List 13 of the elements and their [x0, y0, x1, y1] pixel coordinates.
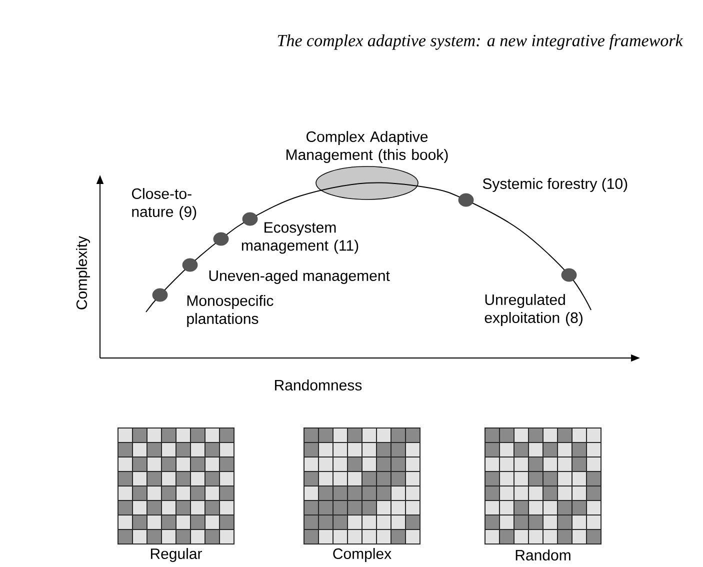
axis-label: Randomness: [275, 380, 362, 390]
header-text: The complex adaptive system: a new integrative framework: [278, 34, 684, 50]
point-label: Random: [516, 550, 570, 560]
point-label: Complex: [333, 548, 392, 562]
point-label: Regular: [150, 548, 202, 562]
axis-label: Complexity: [76, 236, 90, 310]
point-label: Uneven-aged management: [209, 270, 390, 284]
point-label: Complex Adaptive Management (this book): [286, 131, 448, 163]
point-label: Unregulated exploitation (8): [484, 294, 582, 326]
point-label: Close-to-nature (9): [132, 188, 196, 220]
point-label: Ecosystem management (11): [242, 222, 358, 254]
point-label: Systemic forestry (10): [482, 178, 628, 192]
point-label: Monospecific plantations: [187, 295, 274, 327]
